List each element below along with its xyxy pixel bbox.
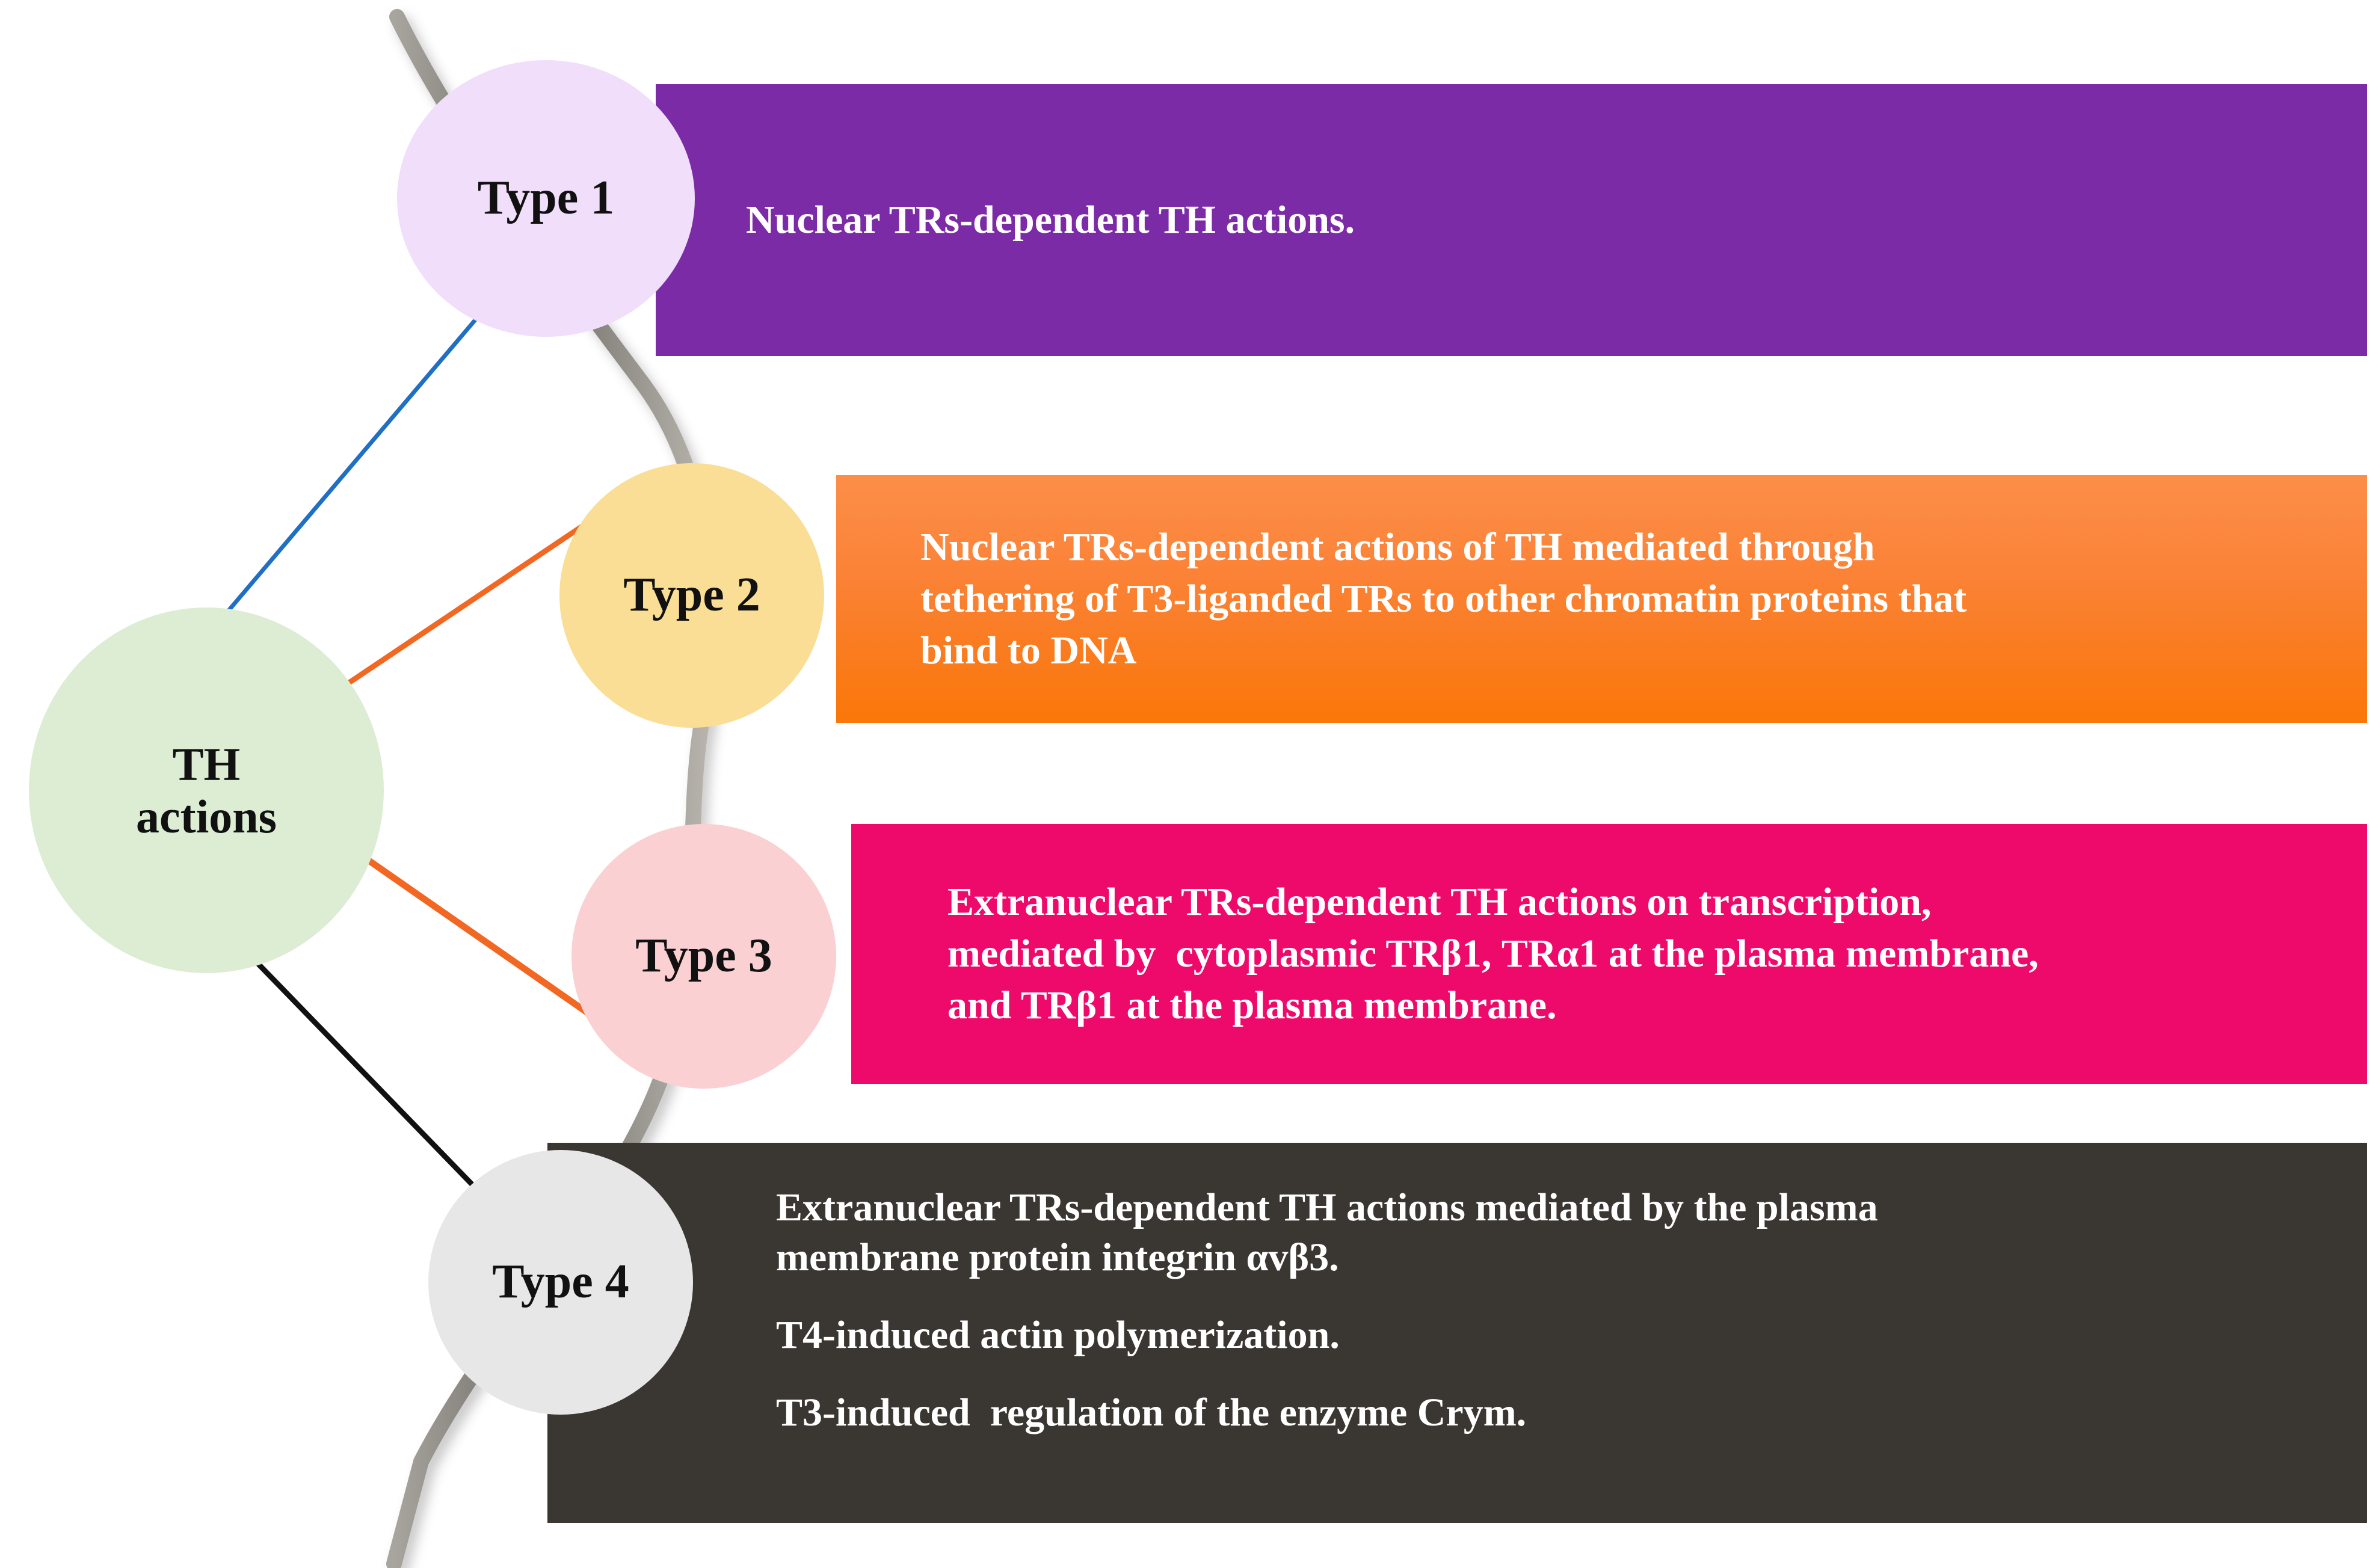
banner-line: mediated by cytoplasmic TRβ1, TRα1 at th…: [947, 932, 2039, 976]
banner-line: and TRβ1 at the plasma membrane.: [947, 983, 1557, 1027]
banner-paragraph: Extranuclear TRs-dependent TH actions me…: [776, 1182, 2367, 1282]
banner-line: Extranuclear TRs-dependent TH actions on…: [947, 880, 1932, 924]
link-to-type-3: [366, 857, 604, 1025]
link-to-type-2: [334, 515, 597, 694]
branch-banner-type-4: Extranuclear TRs-dependent TH actions me…: [547, 1143, 2367, 1523]
link-to-type-1: [210, 307, 487, 632]
banner-line: bind to DNA: [920, 628, 1137, 672]
banner-line: tethering of T3-liganded TRs to other ch…: [920, 577, 1967, 621]
node-type-3[interactable]: Type 3: [571, 824, 836, 1089]
banner-line: T4-induced actin polymerization.: [776, 1313, 1340, 1357]
node-type-2[interactable]: Type 2: [559, 463, 824, 728]
banner-line: membrane protein integrin αvβ3.: [776, 1235, 1339, 1280]
node-label: Type 3: [635, 929, 772, 983]
node-label: Type 2: [623, 568, 760, 622]
node-label: Type 1: [477, 171, 615, 225]
banner-line: Nuclear TRs-dependent TH actions.: [746, 197, 1355, 242]
branch-banner-type-3: Extranuclear TRs-dependent TH actions on…: [851, 824, 2367, 1084]
banner-line: Nuclear TRs-dependent actions of TH medi…: [920, 525, 1875, 570]
node-type-1[interactable]: Type 1: [397, 60, 695, 337]
branch-banner-type-2: Nuclear TRs-dependent actions of TH medi…: [836, 475, 2367, 723]
banner-paragraph: T4-induced actin polymerization.: [776, 1310, 2367, 1360]
banner-line: Extranuclear TRs-dependent TH actions me…: [776, 1185, 1878, 1229]
link-to-type-4: [250, 956, 484, 1196]
node-label-line1: TH: [172, 737, 241, 790]
banner-paragraph: T3-induced regulation of the enzyme Crym…: [776, 1388, 2367, 1437]
banner-line: T3-induced regulation of the enzyme Crym…: [776, 1391, 1527, 1435]
node-label: Type 4: [492, 1255, 629, 1309]
node-label-line2: actions: [136, 790, 277, 843]
branch-banner-type-1: Nuclear TRs-dependent TH actions.: [656, 84, 2367, 356]
node-type-4[interactable]: Type 4: [428, 1150, 693, 1415]
